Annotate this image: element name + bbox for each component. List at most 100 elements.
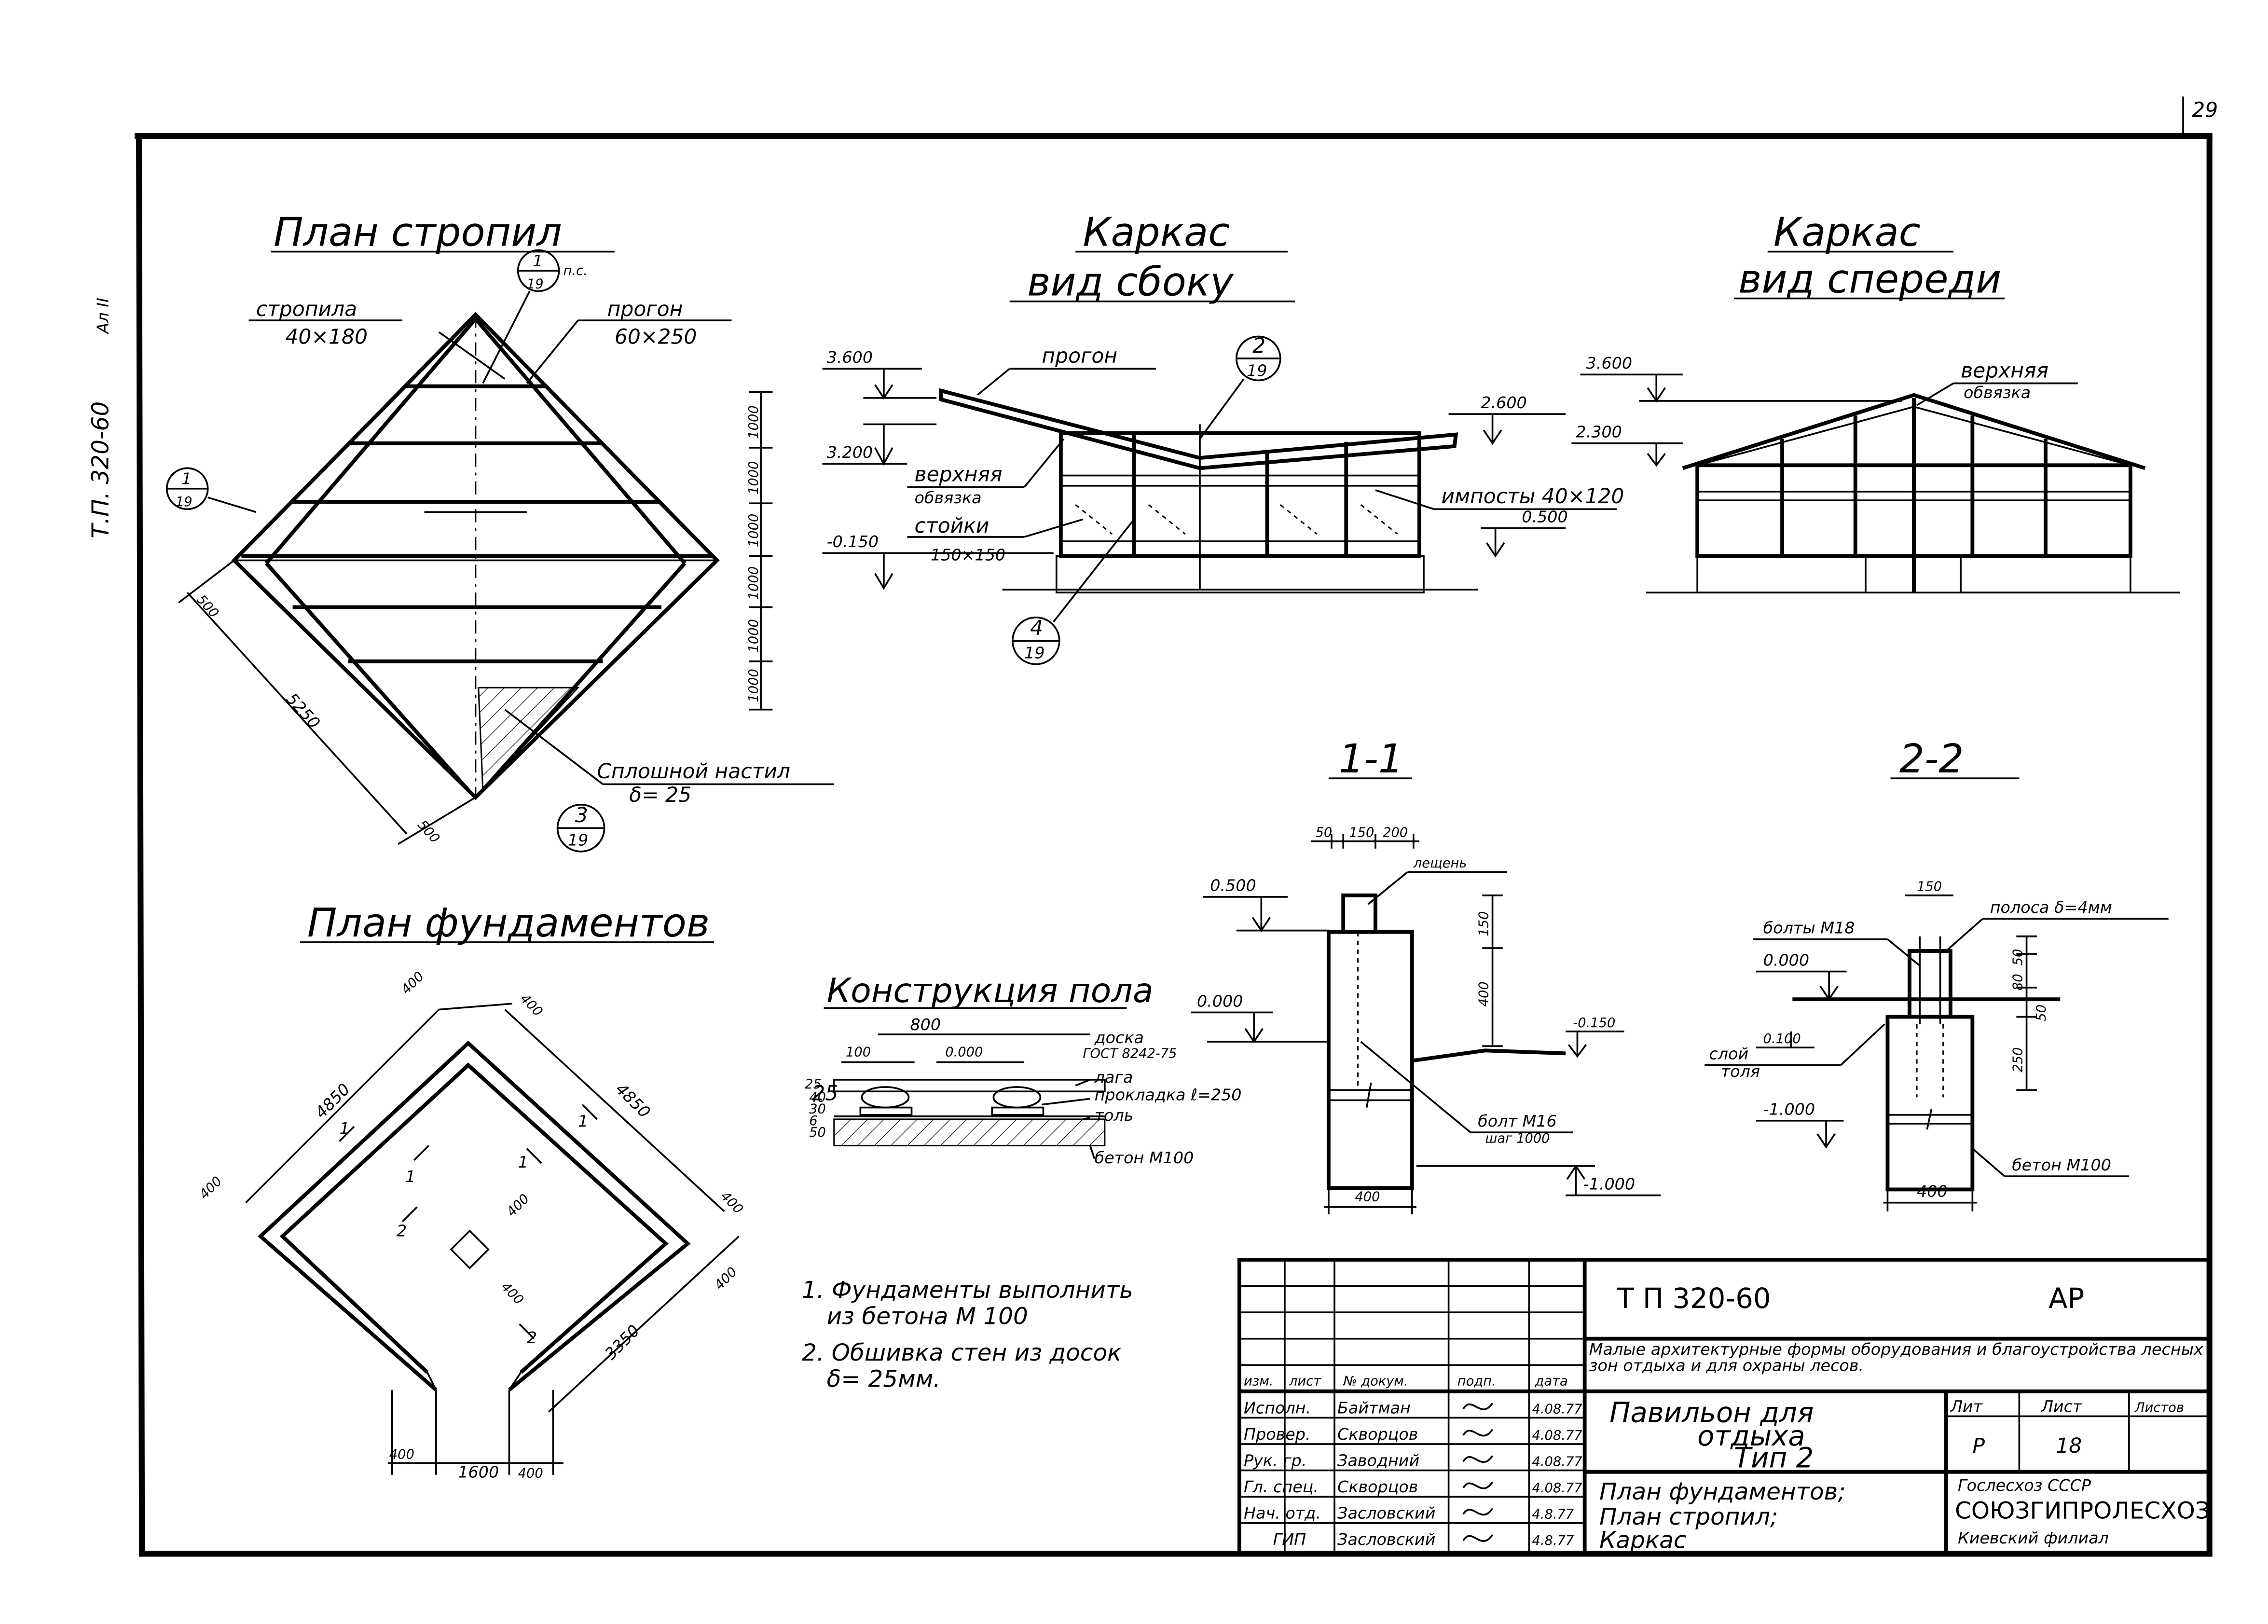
svg-text:400: 400 [1355, 1190, 1380, 1205]
svg-text:Провер.: Провер. [1244, 1425, 1311, 1444]
svg-text:стропила: стропила [256, 298, 357, 321]
frame-side-title-2: вид сбоку [1027, 260, 1234, 305]
svg-text:3.600: 3.600 [1586, 354, 1632, 372]
svg-text:лещень: лещень [1413, 856, 1467, 871]
svg-text:1600: 1600 [458, 1463, 499, 1482]
svg-text:200: 200 [1383, 826, 1408, 840]
svg-text:0.000: 0.000 [1763, 950, 1809, 969]
svg-text:болт М16: болт М16 [1478, 1112, 1557, 1130]
svg-text:слой: слой [1709, 1044, 1748, 1063]
svg-text:6: 6 [809, 1114, 817, 1129]
svg-text:Киевский филиал: Киевский филиал [1958, 1528, 2109, 1547]
svg-text:Лит: Лит [1950, 1397, 1983, 1416]
svg-text:Листов: Листов [2134, 1400, 2184, 1415]
svg-text:Засловский: Засловский [1337, 1504, 1435, 1523]
svg-text:3.200: 3.200 [827, 443, 873, 462]
svg-text:бетон М100: бетон М100 [2012, 1156, 2111, 1174]
svg-text:400: 400 [1476, 981, 1491, 1006]
side-stamp: Т.П. 320-60 Ал II [87, 298, 114, 538]
svg-text:Исполн.: Исполн. [1244, 1398, 1311, 1417]
svg-text:3.600: 3.600 [827, 348, 873, 367]
svg-text:30: 30 [809, 1102, 826, 1117]
signature-marks [1462, 1403, 1494, 1542]
svg-text:40: 40 [809, 1090, 826, 1105]
organization-name: СОЮЗГИПРОЛЕСХОЗ [1955, 1498, 2210, 1525]
svg-text:500: 500 [414, 817, 442, 846]
svg-text:верхняя: верхняя [915, 463, 1003, 487]
svg-text:150: 150 [1476, 911, 1491, 936]
svg-text:изм.: изм. [1244, 1374, 1274, 1389]
svg-text:1: 1 [518, 1153, 528, 1171]
svg-text:60×250: 60×250 [615, 326, 697, 349]
svg-text:Скворцов: Скворцов [1337, 1425, 1418, 1444]
svg-text:Засловский: Засловский [1337, 1530, 1435, 1549]
svg-text:400: 400 [518, 1466, 543, 1481]
drawing-stage: АР [2048, 1282, 2084, 1315]
svg-text:3: 3 [575, 804, 588, 827]
svg-text:Тип 2: Тип 2 [1734, 1442, 1814, 1474]
svg-text:Ал II: Ал II [93, 298, 112, 334]
svg-text:400: 400 [498, 1280, 526, 1308]
svg-text:-1.000: -1.000 [1763, 1100, 1815, 1119]
svg-text:-0.150: -0.150 [1573, 1016, 1615, 1031]
svg-text:4.08.77: 4.08.77 [1532, 1454, 1582, 1469]
svg-text:50: 50 [809, 1125, 826, 1140]
floor-construction: Конструкция пола 800 100 0.000 25 25 40 … [805, 971, 1241, 1167]
svg-text:400: 400 [399, 969, 427, 997]
svg-text:полоса δ=4мм: полоса δ=4мм [1990, 898, 2112, 917]
svg-text:Каркас: Каркас [1599, 1527, 1687, 1554]
svg-text:обвязка: обвязка [1964, 383, 2031, 402]
frame-front-title-1: Каркас [1773, 209, 1921, 255]
svg-text:толь: толь [1095, 1106, 1134, 1125]
svg-text:2.600: 2.600 [1481, 393, 1526, 412]
svg-text:1: 1 [340, 1119, 350, 1138]
svg-text:1000: 1000 [746, 461, 761, 495]
svg-text:-0.150: -0.150 [827, 532, 879, 551]
svg-text:19: 19 [527, 276, 544, 291]
svg-text:400: 400 [389, 1447, 414, 1462]
svg-text:1: 1 [181, 469, 192, 488]
svg-text:лага: лага [1094, 1068, 1133, 1087]
svg-text:2: 2 [1252, 334, 1265, 358]
svg-text:верхняя: верхняя [1961, 359, 2048, 383]
svg-text:19: 19 [568, 831, 588, 850]
svg-text:1: 1 [533, 251, 543, 270]
drawing-code: Т П 320-60 [1616, 1282, 1771, 1315]
svg-text:Нач. отд.: Нач. отд. [1244, 1504, 1321, 1523]
page-number: 29 [2192, 99, 2218, 123]
svg-text:150: 150 [1917, 880, 1942, 895]
roof-plan: План стропил стропила 40×180 прогон 60×2… [165, 209, 834, 853]
svg-text:Скворцов: Скворцов [1337, 1477, 1418, 1496]
svg-text:4.08.77: 4.08.77 [1532, 1402, 1582, 1417]
svg-text:4.08.77: 4.08.77 [1532, 1481, 1582, 1496]
svg-text:№ докум.: № докум. [1342, 1374, 1408, 1389]
sheet-lit: Р [1972, 1434, 1985, 1458]
svg-text:лист: лист [1289, 1374, 1321, 1389]
svg-text:прокладка ℓ=250: прокладка ℓ=250 [1095, 1085, 1242, 1104]
svg-text:1000: 1000 [746, 514, 761, 547]
foundation-plan: План фундаментов 1 1 1 1 2 2 4850 4850 4… [197, 900, 746, 1482]
frame-front-title-2: вид спереди [1738, 256, 2001, 302]
foundation-plan-title: План фундаментов [307, 900, 710, 946]
general-notes: 1. Фундаменты выполнить из бетона М 100 … [802, 1277, 1133, 1393]
svg-text:п.с.: п.с. [564, 263, 588, 278]
svg-text:1000: 1000 [746, 619, 761, 652]
svg-text:бетон М100: бетон М100 [1095, 1148, 1194, 1167]
svg-text:4: 4 [1030, 617, 1043, 640]
note-line: δ= 25мм. [827, 1366, 941, 1393]
sheet-number: 18 [2056, 1434, 2082, 1458]
svg-text:400: 400 [197, 1174, 225, 1202]
svg-text:19: 19 [1024, 644, 1045, 662]
svg-text:4.8.77: 4.8.77 [1532, 1507, 1574, 1522]
svg-text:обвязка: обвязка [915, 488, 982, 507]
svg-text:Лист: Лист [2041, 1397, 2083, 1416]
section-1-1: 1-1 50 150 200 лещень 0.500 0.000 -0.150 [1191, 736, 1661, 1214]
title-block: изм. лист № докум. подп. дата Исполн. Ба… [1237, 1257, 2212, 1556]
note-line: 2. Обшивка стен из досок [802, 1339, 1121, 1366]
svg-text:0.500: 0.500 [1522, 508, 1567, 526]
svg-text:80: 80 [2010, 974, 2025, 991]
svg-text:импосты 40×120: импосты 40×120 [1441, 485, 1624, 509]
svg-text:Рук. гр.: Рук. гр. [1244, 1451, 1306, 1470]
svg-text:1000: 1000 [746, 405, 761, 439]
svg-text:прогон: прогон [1042, 344, 1117, 368]
